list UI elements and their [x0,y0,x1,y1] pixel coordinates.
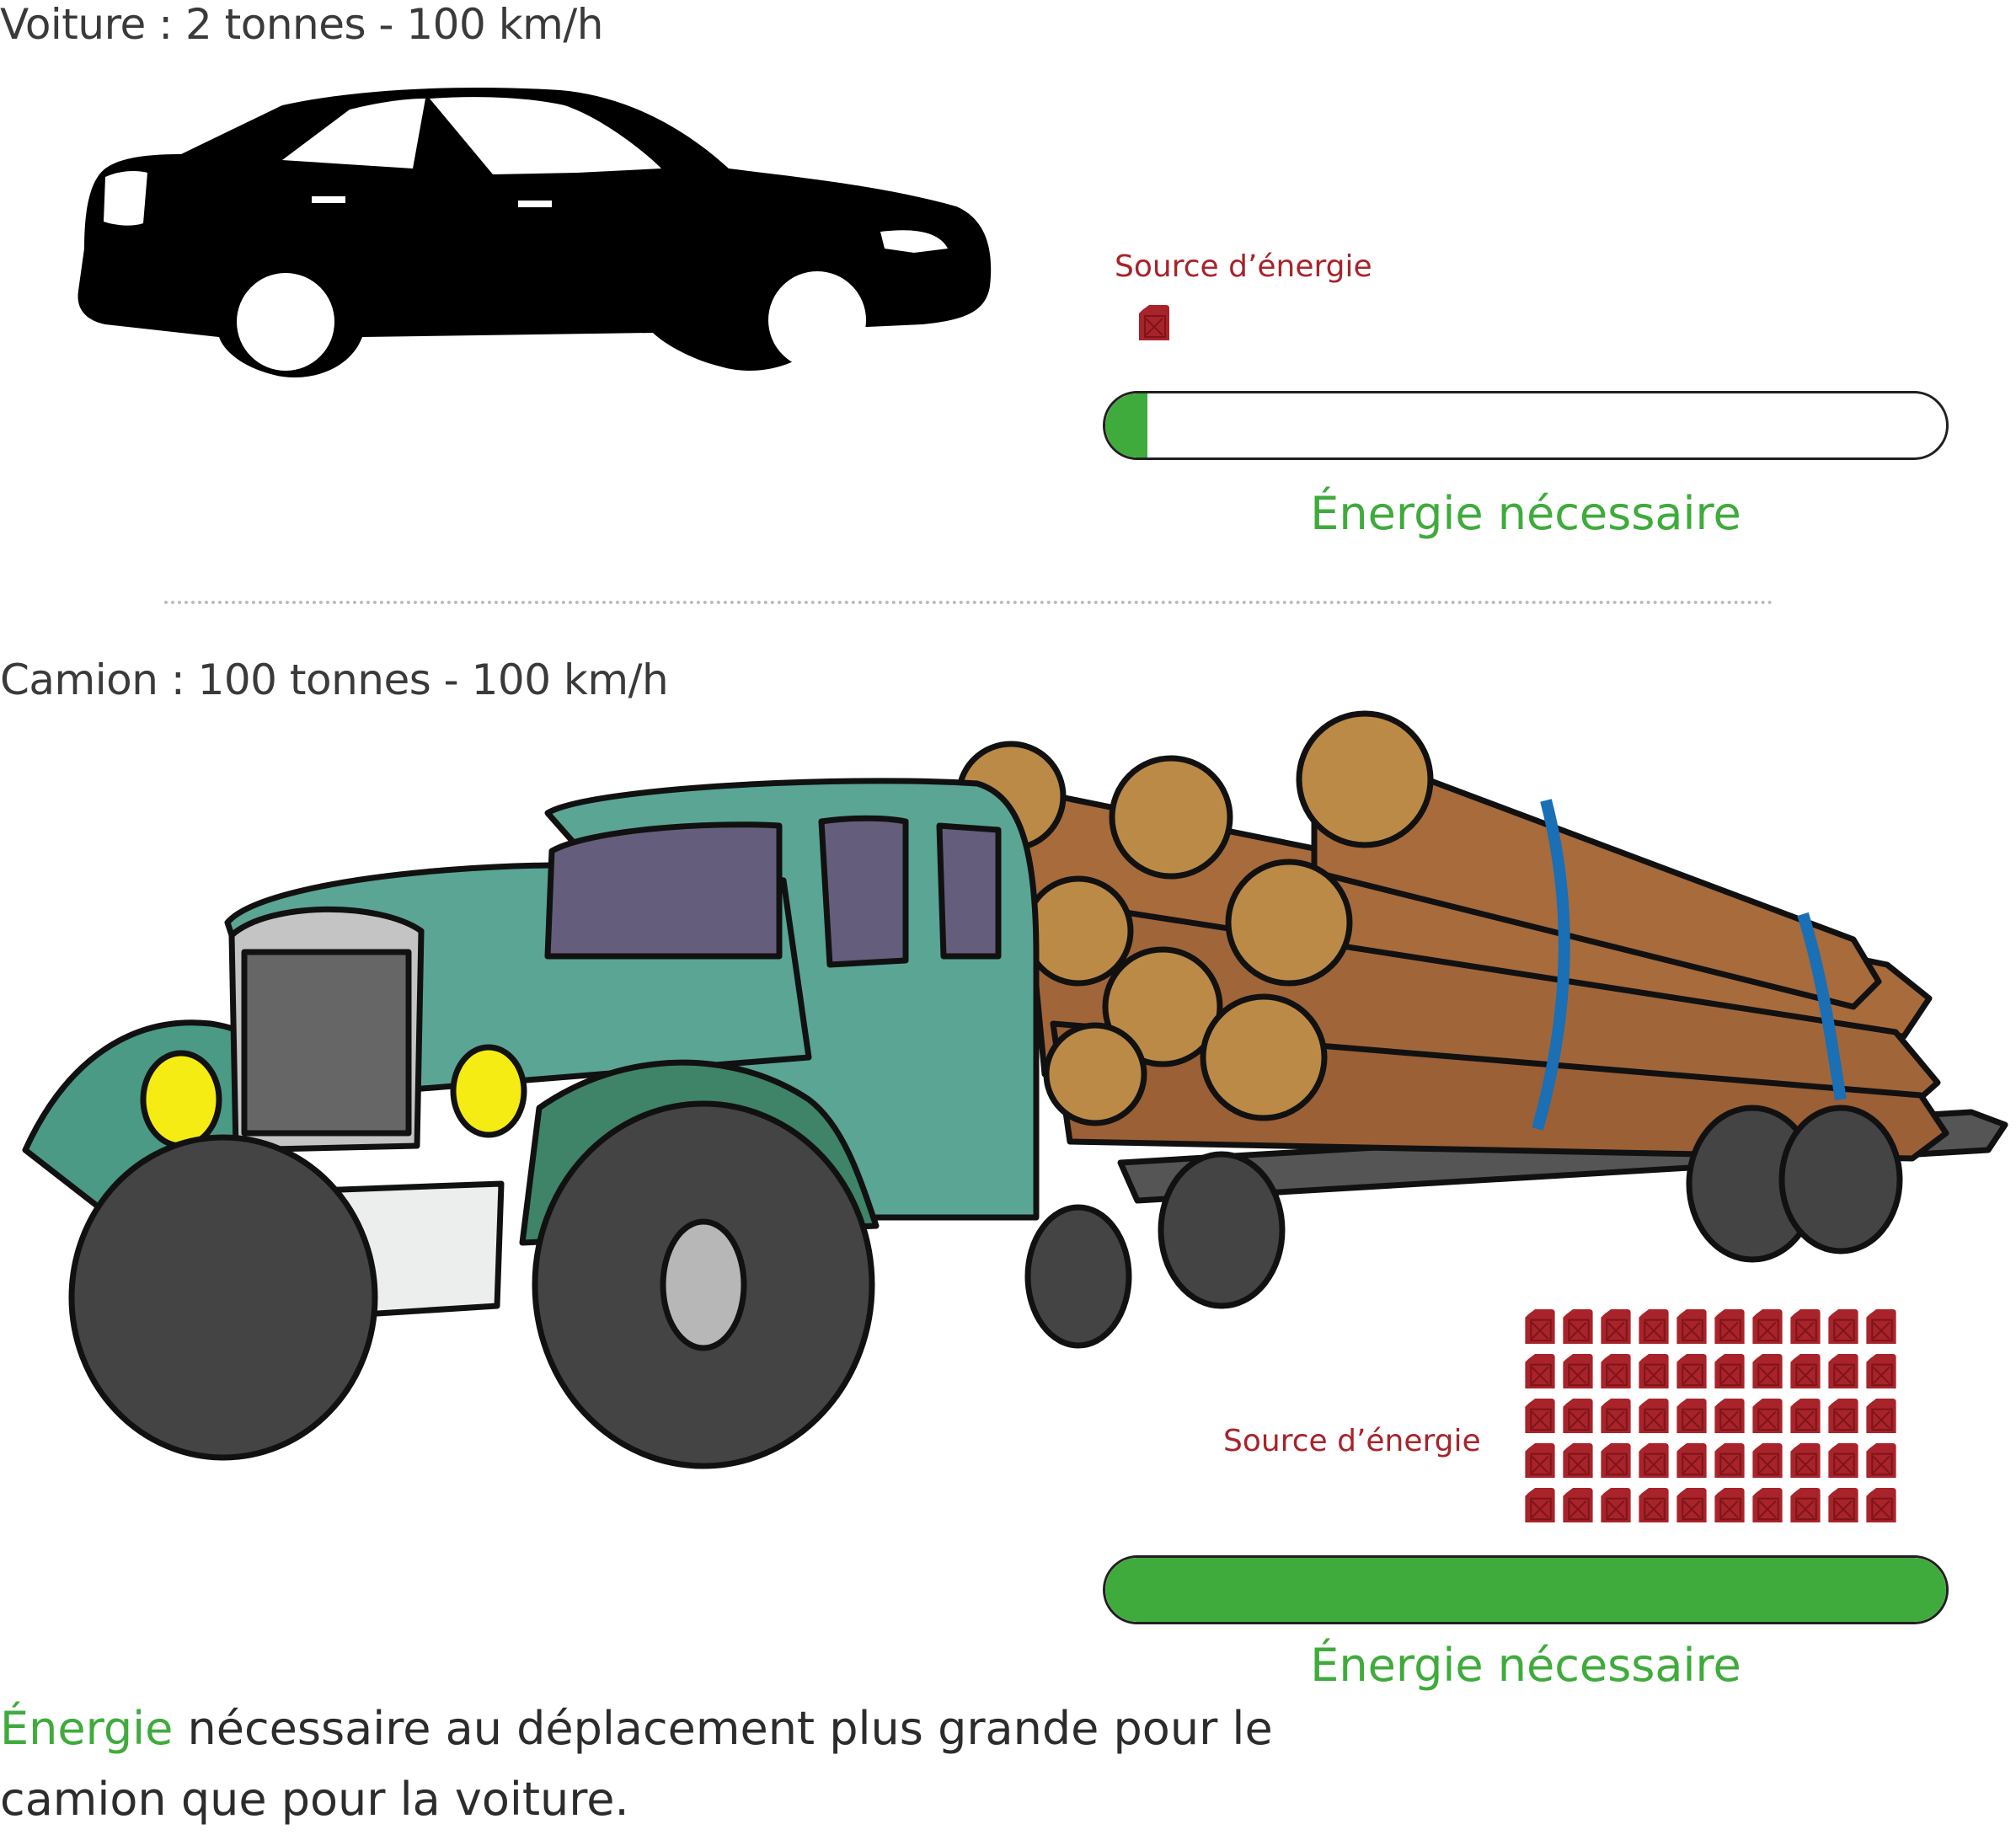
fuel-can-icon [1523,1442,1557,1479]
fuel-can-icon [1713,1308,1746,1345]
fuel-can-icon [1751,1397,1784,1435]
car-fuel-cans [1137,303,1171,342]
fuel-can-icon [1751,1308,1784,1345]
car-energy-label: Énergie nécessaire [1310,487,1741,540]
fuel-can-icon [1675,1397,1709,1435]
fuel-can-icon [1561,1442,1595,1479]
truck-energy-bar-fill [1105,1558,1946,1622]
fuel-can-icon [1826,1442,1860,1479]
truck-fuel-cans [1523,1308,1902,1530]
fuel-can-icon [1789,1486,1822,1524]
car-source-label: Source d’énergie [1115,249,1372,284]
car-energy-bar-fill [1105,393,1147,457]
fuel-can-icon [1789,1397,1822,1435]
truck-source-label: Source d’énergie [1223,1424,1481,1458]
fuel-can-icon [1751,1486,1784,1524]
fuel-can-icon [1864,1442,1898,1479]
conclusion-rest: nécessaire au déplacement plus grande po… [0,1702,1273,1826]
fuel-can-icon [1675,1308,1709,1345]
fuel-can-icon [1637,1308,1671,1345]
fuel-can-icon [1599,1486,1633,1524]
car-title: Voiture : 2 tonnes - 100 km/h [0,0,603,49]
fuel-can-icon [1826,1352,1860,1390]
fuel-can-icon [1826,1308,1860,1345]
fuel-can-icon [1637,1442,1671,1479]
fuel-can-icon [1751,1352,1784,1390]
fuel-can-icon [1713,1442,1746,1479]
fuel-can-icon [1561,1486,1595,1524]
truck-title: Camion : 100 tonnes - 100 km/h [0,655,669,704]
fuel-can-icon [1523,1397,1557,1435]
section-divider [164,601,1773,604]
truck-energy-label: Énergie nécessaire [1310,1639,1741,1692]
fuel-can-icon [1599,1308,1633,1345]
fuel-can-icon [1675,1442,1709,1479]
fuel-can-icon [1864,1397,1898,1435]
fuel-can-icon [1826,1397,1860,1435]
fuel-can-icon [1789,1308,1822,1345]
fuel-can-icon [1137,303,1171,342]
car-silhouette-icon [78,88,992,377]
fuel-can-icon [1523,1486,1557,1524]
fuel-can-icon [1637,1486,1671,1524]
fuel-can-icon [1789,1352,1822,1390]
fuel-can-icon [1789,1442,1822,1479]
fuel-can-icon [1713,1352,1746,1390]
fuel-can-icon [1826,1486,1860,1524]
fuel-can-icon [1599,1442,1633,1479]
fuel-can-icon [1864,1308,1898,1345]
fuel-can-icon [1637,1352,1671,1390]
fuel-can-icon [1599,1397,1633,1435]
fuel-can-icon [1561,1397,1595,1435]
fuel-can-icon [1864,1352,1898,1390]
fuel-can-icon [1675,1352,1709,1390]
conclusion-text: Énergie nécessaire au déplacement plus g… [0,1693,1382,1835]
fuel-can-icon [1561,1308,1595,1345]
fuel-can-icon [1751,1442,1784,1479]
logging-truck-icon [22,710,2008,1469]
truck-energy-bar [1103,1555,1949,1624]
fuel-can-icon [1523,1308,1557,1345]
fuel-can-icon [1713,1486,1746,1524]
fuel-can-icon [1713,1397,1746,1435]
car-energy-bar [1103,391,1949,460]
fuel-can-icon [1523,1352,1557,1390]
fuel-can-icon [1637,1397,1671,1435]
fuel-can-icon [1864,1486,1898,1524]
fuel-can-icon [1561,1352,1595,1390]
conclusion-highlight: Énergie [0,1702,174,1755]
fuel-can-icon [1599,1352,1633,1390]
fuel-can-icon [1675,1486,1709,1524]
